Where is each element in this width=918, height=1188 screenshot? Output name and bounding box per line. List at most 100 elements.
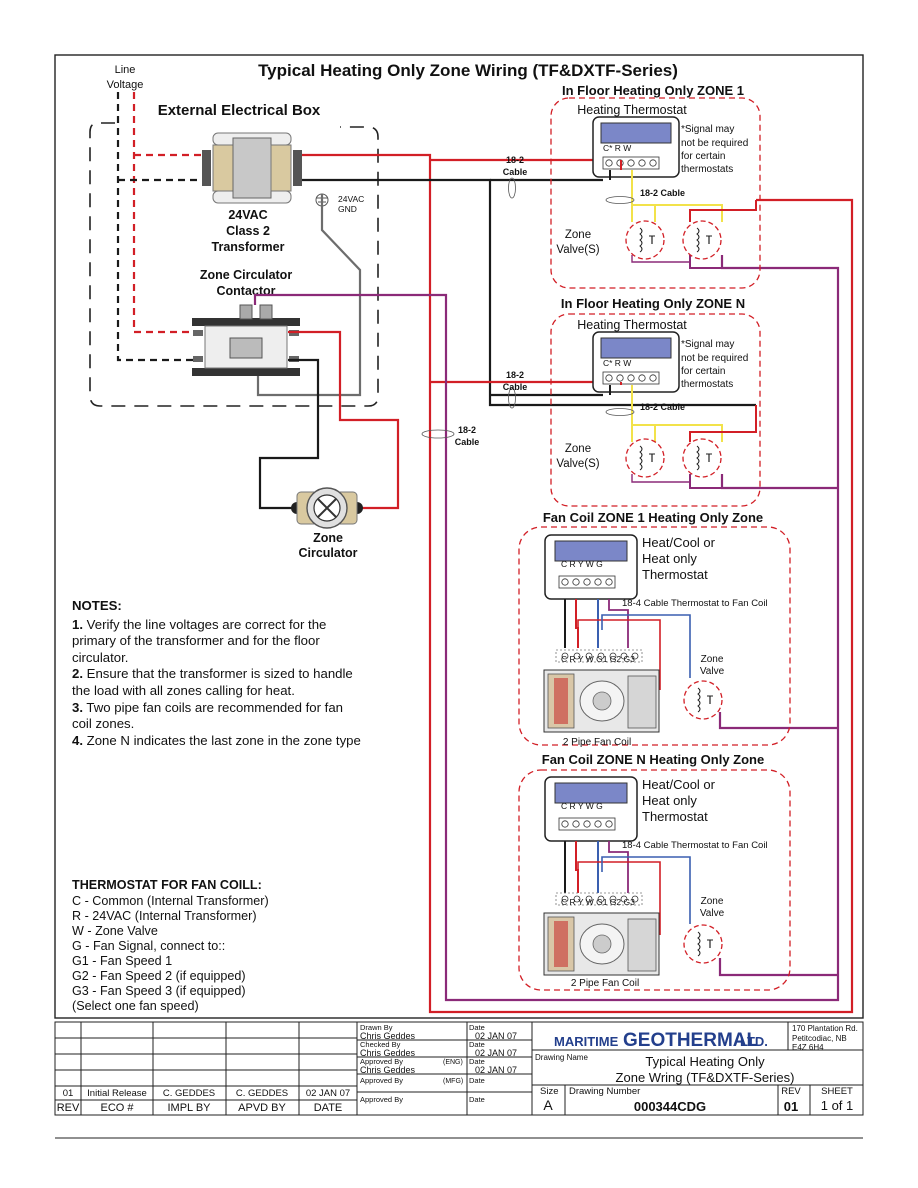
floor-zone-1: In Floor Heating Only ZONE 1 Heating The… <box>550 83 761 289</box>
title-block <box>54 1021 864 1116</box>
wire-circulator-neutral <box>258 358 320 510</box>
external-box-title: External Electrical Box <box>158 102 321 119</box>
transformer-label-2: Class 2 <box>226 224 270 238</box>
fan-zone-1-stat-terminals: C R Y W G <box>561 559 603 569</box>
drawing-name-1: Typical Heating Only <box>645 1054 765 1069</box>
floor-zone-n-note-3: for certain <box>681 366 725 377</box>
fan-zone-1-cable: 18-4 Cable Thermostat to Fan Coil <box>622 598 768 609</box>
approved-mfg-tag: (MFG) <box>443 1078 463 1085</box>
drawn-date-label: Date <box>469 1023 485 1032</box>
approved-date-label: Date <box>469 1095 485 1104</box>
size-value: A <box>543 1097 553 1113</box>
floor-zone-n-valve-label-2: Valve(S) <box>556 458 599 470</box>
floor-zone-1-note-2: not be required <box>681 138 748 149</box>
floor-zone-1-valve-a <box>625 220 665 260</box>
fan-zone-1-valve-label-2: Valve <box>700 666 725 677</box>
fan-zone-n-valve <box>683 924 723 964</box>
cable-label-contactor-b: Cable <box>455 437 480 447</box>
floor-zone-1-cable: 18-2 Cable <box>640 188 685 198</box>
fan-legend-line: C - Common (Internal Transformer) <box>72 894 269 908</box>
line-voltage-neutral <box>116 92 200 362</box>
fan-legend: THERMOSTAT FOR FAN COILL: C - Common (In… <box>72 878 362 1014</box>
address-2: Petitcodiac, NB <box>792 1034 847 1043</box>
approved-mfg-date-label: Date <box>469 1076 485 1085</box>
date-cell: 02 JAN 07 <box>306 1088 350 1099</box>
rev-label: REV <box>781 1086 801 1097</box>
drawing-name-2: Zone Wring (TF&DXTF-Series) <box>616 1070 795 1085</box>
floor-zone-n-note-4: thermostats <box>681 379 733 390</box>
floor-zone-n-cable: 18-2 Cable <box>640 402 685 412</box>
fan-zone-n-stat-label-2: Heat only <box>642 793 697 808</box>
gnd-label-1: 24VAC <box>338 194 364 204</box>
wire-fan-valve-return-1 <box>718 712 838 730</box>
fan-zone-n: Fan Coil ZONE N Heating Only Zone C R Y … <box>518 752 791 991</box>
floor-zone-n-title: In Floor Heating Only ZONE N <box>561 296 745 311</box>
address-1: 170 Plantation Rd. <box>792 1024 858 1033</box>
floor-zone-1-note-4: thermostats <box>681 164 733 175</box>
wire-valve-return-n <box>720 474 838 490</box>
fan-zone-n-valve-label-1: Zone <box>701 896 724 907</box>
fan-zone-1-title: Fan Coil ZONE 1 Heating Only Zone <box>543 510 763 525</box>
floor-zone-n-terminals: C* R W <box>603 358 631 368</box>
company-a: MARITIME <box>554 1034 619 1049</box>
floor-zone-1-note-3: for certain <box>681 151 725 162</box>
eco-header: ECO # <box>100 1102 134 1114</box>
fan-legend-heading: THERMOSTAT FOR FAN COILL: <box>72 878 262 892</box>
gnd-label-2: GND <box>338 204 357 214</box>
fan-legend-line: W - Zone Valve <box>72 924 158 938</box>
sheet-value: 1 of 1 <box>821 1098 854 1113</box>
fan-zone-1-coil-label: 2 Pipe Fan Coil <box>563 737 631 748</box>
rev-header: REV <box>57 1102 80 1114</box>
note-4: 4. Zone N indicates the last zone in the… <box>72 732 361 748</box>
fan-zone-n-stat-terminals: C R Y W G <box>561 801 603 811</box>
rev-cell: 01 <box>63 1088 74 1099</box>
company-b: GEOTHERMAL <box>623 1030 759 1051</box>
drawn-by-label: Drawn By <box>360 1023 393 1032</box>
wire-24vac-common <box>302 178 756 407</box>
fan-legend-line: G2 - Fan Speed 2 (if equipped) <box>72 969 246 983</box>
company-logo: MARITIME GEOTHERMAL LTD. <box>554 1030 768 1051</box>
approved-label: Approved By <box>360 1095 403 1104</box>
cable-label-zone1-a: 18-2 <box>506 155 524 165</box>
fan-zone-n-valve-label-2: Valve <box>700 908 725 919</box>
floor-zone-n-valve-label-1: Zone <box>565 443 591 455</box>
checked-date: 02 JAN 07 <box>475 1048 517 1058</box>
fan-zone-n-coil-terminals: C R Y W G1 G2 G3 <box>561 897 635 907</box>
fan-zone-1-stat-label-2: Heat only <box>642 551 697 566</box>
approved-eng: Chris Geddes <box>360 1065 416 1075</box>
sheet-label: SHEET <box>821 1086 853 1097</box>
eco-cell: Initial Release <box>87 1088 147 1099</box>
floor-zone-1-terminals: C* R W <box>603 143 631 153</box>
floor-zone-1-title: In Floor Heating Only ZONE 1 <box>562 83 744 98</box>
fan-zone-1-valve-label-1: Zone <box>701 654 724 665</box>
note-2: 2. Ensure that the transformer is sized … <box>72 666 353 698</box>
floor-zone-1-note-1: *Signal may <box>681 124 734 135</box>
floor-zone-n-note-2: not be required <box>681 353 748 364</box>
line-voltage-label-2: Voltage <box>107 79 144 91</box>
fan-zone-n-stat-label-3: Thermostat <box>642 809 708 824</box>
drawing-number-label: Drawing Number <box>569 1086 640 1097</box>
fan-zone-1: Fan Coil ZONE 1 Heating Only Zone C R Y … <box>518 510 791 748</box>
fan-legend-line: R - 24VAC (Internal Transformer) <box>72 909 257 923</box>
circulator-pump <box>291 487 363 529</box>
floor-zone-n-valve-a <box>625 438 665 478</box>
apvd-cell: C. GEDDES <box>236 1088 288 1099</box>
drawn-by: Chris Geddes <box>360 1031 416 1041</box>
fan-legend-line: G1 - Fan Speed 1 <box>72 954 173 968</box>
external-box-outline <box>89 122 379 407</box>
fan-legend-line: G3 - Fan Speed 3 (if equipped) <box>72 984 246 998</box>
checked-date-label: Date <box>469 1040 485 1049</box>
approved-eng-date: 02 JAN 07 <box>475 1065 517 1075</box>
impl-header: IMPL BY <box>168 1102 212 1114</box>
date-header: DATE <box>314 1102 343 1114</box>
line-voltage-label-1: Line <box>115 64 136 76</box>
transformer-label-3: Transformer <box>212 240 285 254</box>
wire-fan-valve-return-n <box>718 958 838 977</box>
fan-zone-1-coil-terminals: C R Y W G1 G2 G3 <box>561 654 635 664</box>
checked-by-label: Checked By <box>360 1040 401 1049</box>
drawing-number: 000344CDG <box>634 1099 706 1114</box>
drawing-name-label: Drawing Name <box>535 1053 588 1062</box>
fan-zone-1-valve <box>683 680 723 720</box>
fan-zone-n-stat-label-1: Heat/Cool or <box>642 777 716 792</box>
wire-gnd <box>256 194 362 397</box>
